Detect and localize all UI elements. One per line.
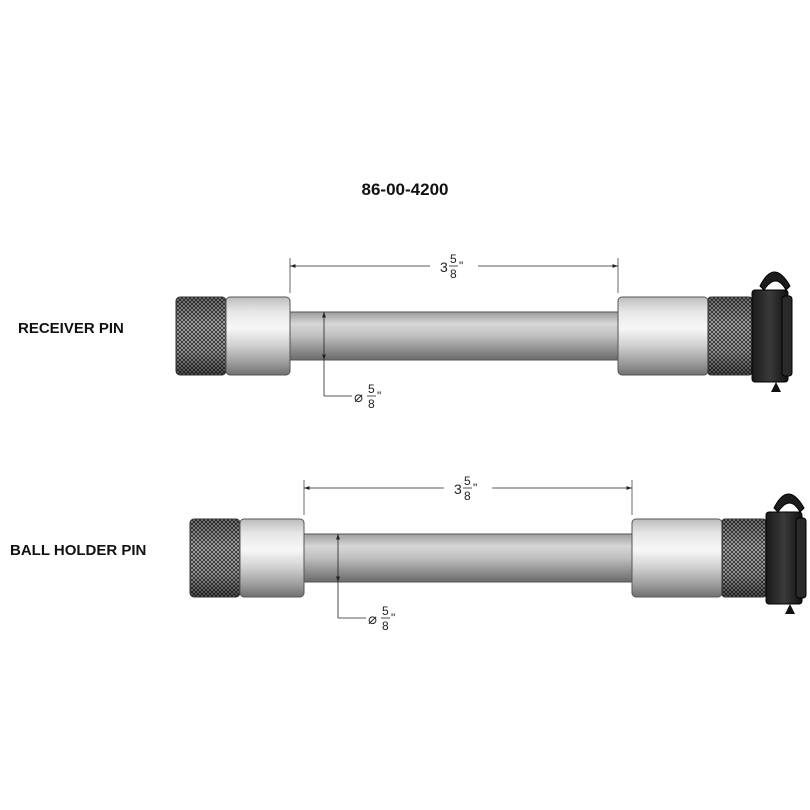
collar-left	[225, 296, 291, 376]
collar-left	[239, 518, 305, 598]
length-denominator: 8	[464, 489, 471, 503]
pin-shaft	[289, 311, 621, 361]
lock-cap-rim	[795, 517, 807, 599]
length-numerator: 5	[450, 252, 457, 266]
receiver-pin-label: RECEIVER PIN	[18, 320, 124, 337]
length-whole: 3	[440, 259, 448, 275]
pin-shaft	[303, 533, 635, 583]
knurl-shade-left	[189, 518, 241, 598]
diameter-symbol: ⌀	[354, 388, 363, 406]
part-number: 86-00-4200	[361, 180, 449, 199]
lock-loop	[759, 271, 791, 291]
ball-holder-pin-label: BALL HOLDER PIN	[10, 542, 147, 559]
diameter-unit: "	[377, 389, 381, 403]
diameter-unit: "	[391, 611, 395, 625]
collar-right	[631, 518, 723, 598]
diameter-symbol: ⌀	[368, 610, 377, 628]
lock-cap-rim	[781, 295, 793, 377]
length-unit: "	[473, 481, 477, 495]
diameter-numerator: 5	[382, 604, 389, 618]
knurl-shade-left	[175, 296, 227, 376]
knurl-shade-right	[707, 296, 753, 376]
lock-loop	[773, 493, 805, 513]
diameter-denominator: 8	[368, 397, 375, 411]
length-numerator: 5	[464, 474, 471, 488]
lock-key-tip	[771, 382, 781, 392]
diameter-denominator: 8	[382, 619, 389, 633]
knurl-shade-right	[721, 518, 767, 598]
length-unit: "	[459, 259, 463, 273]
collar-right	[617, 296, 709, 376]
diameter-numerator: 5	[368, 382, 375, 396]
length-whole: 3	[454, 481, 462, 497]
lock-key-tip	[785, 604, 795, 614]
length-denominator: 8	[450, 267, 457, 281]
